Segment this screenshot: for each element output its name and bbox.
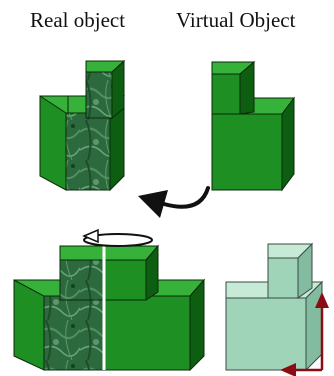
composite-upper-top: [59, 245, 160, 261]
virtual-object-caption: Virtual Object: [176, 8, 296, 32]
curved-arrow: [138, 186, 210, 218]
virtual-lower-front: [211, 113, 283, 191]
composite-lower-virtual-front: [103, 295, 191, 371]
composite-lower-real-front: [43, 295, 105, 371]
virtual-lower-side: [281, 96, 295, 192]
vt-lower-side: [305, 280, 323, 372]
real-lower-left: [39, 95, 67, 191]
composite-lower-left: [13, 279, 45, 371]
composite-upper-real-front: [59, 259, 105, 301]
axis-left-arrowhead: [280, 363, 296, 376]
real-object-caption: Real object: [30, 8, 126, 32]
composite-upper-virtual-front: [103, 259, 147, 301]
real-lower-front: [65, 112, 111, 191]
composite-lower-side: [189, 278, 205, 372]
real-upper-front: [85, 71, 113, 119]
axis-up-arrowhead: [315, 292, 329, 308]
virtual-object-block: [211, 60, 295, 192]
rotation-arrow: [82, 228, 153, 247]
virtual-transparent-object: [225, 242, 324, 372]
vt-upper-front: [267, 257, 299, 299]
vt-lower-front: [225, 297, 307, 371]
composite-object: [13, 244, 206, 372]
virtual-upper-front: [211, 73, 241, 115]
axis-gizmo: [280, 292, 329, 376]
real-object-block: [39, 59, 126, 192]
